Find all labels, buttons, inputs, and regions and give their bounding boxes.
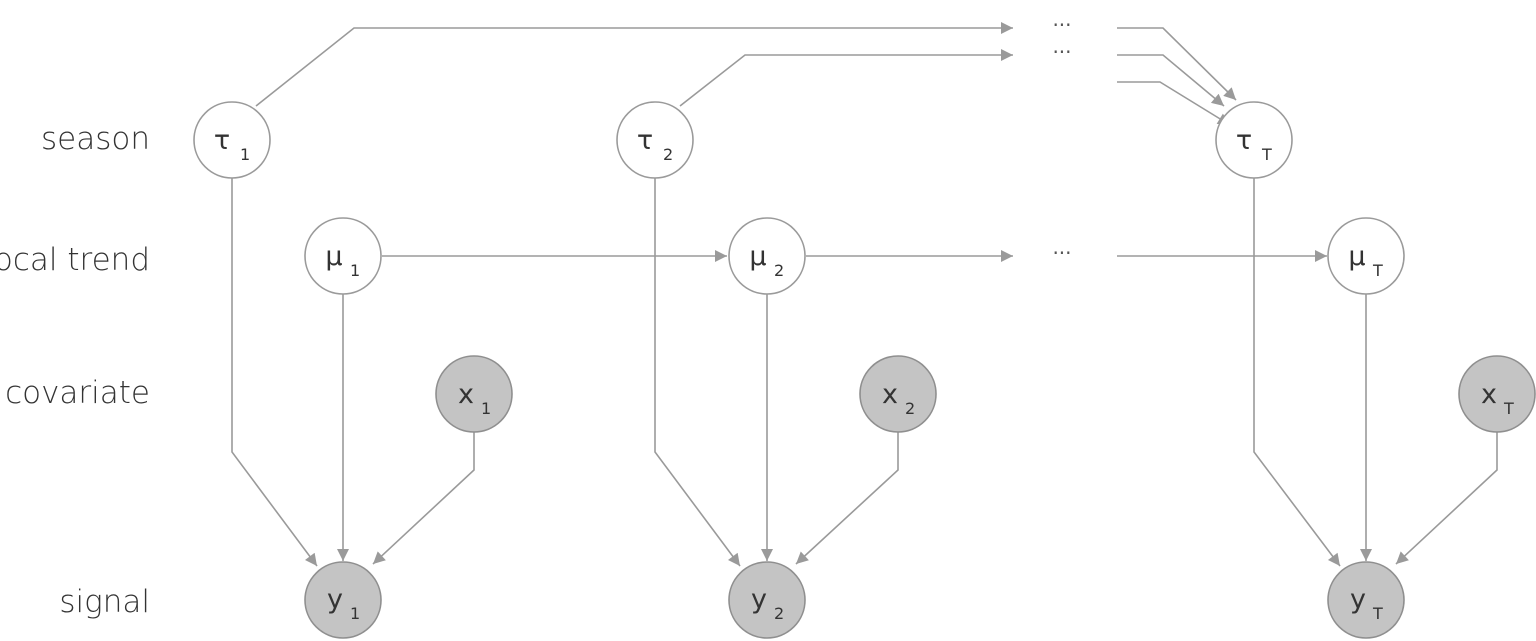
- node-x-1: x 1: [435, 355, 513, 433]
- node-y-2-symbol: y: [751, 584, 767, 615]
- node-tau-1: τ 1: [193, 101, 271, 179]
- node-tau-1-symbol: τ: [214, 125, 230, 156]
- node-y-1: y 1: [304, 561, 382, 639]
- edge-ellipsis-to-tauT-b: [1117, 54, 1225, 107]
- node-y-T-symbol: y: [1350, 584, 1366, 615]
- ellipsis-season-top: ···: [1052, 13, 1071, 37]
- edge-tau1-to-ellipsis: [255, 22, 1013, 107]
- node-mu-2: μ 2: [728, 217, 806, 295]
- node-mu-T-subscript: T: [1372, 261, 1383, 280]
- node-x-T-subscript: T: [1503, 399, 1514, 418]
- row-label-local-trend: local trend: [0, 242, 150, 278]
- node-x-2-subscript: 2: [905, 399, 915, 418]
- node-tau-1-subscript: 1: [240, 145, 250, 164]
- node-tau-T-symbol: τ: [1236, 125, 1252, 156]
- node-tau-2-symbol: τ: [637, 125, 653, 156]
- ellipsis-season-mid: ···: [1052, 40, 1071, 64]
- edge-tau1-to-y1: [231, 178, 318, 567]
- node-x-1-symbol: x: [458, 379, 474, 410]
- node-x-2: x 2: [859, 355, 937, 433]
- node-y-1-symbol: y: [327, 584, 343, 615]
- row-label-covariate: covariate: [5, 375, 150, 411]
- edge-tauT-to-yT: [1253, 178, 1341, 567]
- row-label-signal: signal: [59, 584, 150, 620]
- edge-tau2-to-y2: [654, 178, 741, 567]
- node-y-T: y T: [1327, 561, 1405, 639]
- node-mu-1-subscript: 1: [350, 261, 360, 280]
- node-x-1-subscript: 1: [481, 399, 491, 418]
- node-y-T-subscript: T: [1372, 604, 1383, 623]
- node-tau-2-subscript: 2: [663, 145, 673, 164]
- node-x-2-symbol: x: [882, 379, 898, 410]
- node-x-T: x T: [1458, 355, 1536, 433]
- node-mu-1-symbol: μ: [325, 241, 342, 272]
- node-y-1-subscript: 1: [350, 604, 360, 623]
- node-tau-T-subscript: T: [1261, 145, 1272, 164]
- edge-tau2-to-ellipsis: [679, 49, 1013, 107]
- edge-ellipsis-to-tauT-a: [1117, 27, 1237, 101]
- edge-x1-to-y1: [372, 432, 475, 565]
- edge-x2-to-y2: [795, 432, 899, 565]
- node-mu-T-symbol: μ: [1348, 241, 1365, 272]
- node-mu-2-symbol: μ: [749, 241, 766, 272]
- edge-xT-to-yT: [1395, 432, 1498, 565]
- node-tau-T: τ T: [1215, 101, 1293, 179]
- node-tau-2: τ 2: [616, 101, 694, 179]
- node-mu-1: μ 1: [304, 217, 382, 295]
- row-label-season: season: [41, 121, 150, 157]
- node-mu-2-subscript: 2: [774, 261, 784, 280]
- edge-ellipsis-to-tauT-c: [1117, 81, 1231, 126]
- node-mu-T: μ T: [1327, 217, 1405, 295]
- node-x-T-symbol: x: [1481, 379, 1497, 410]
- node-y-2-subscript: 2: [774, 604, 784, 623]
- ellipsis-trend: ···: [1052, 241, 1071, 265]
- node-y-2: y 2: [728, 561, 806, 639]
